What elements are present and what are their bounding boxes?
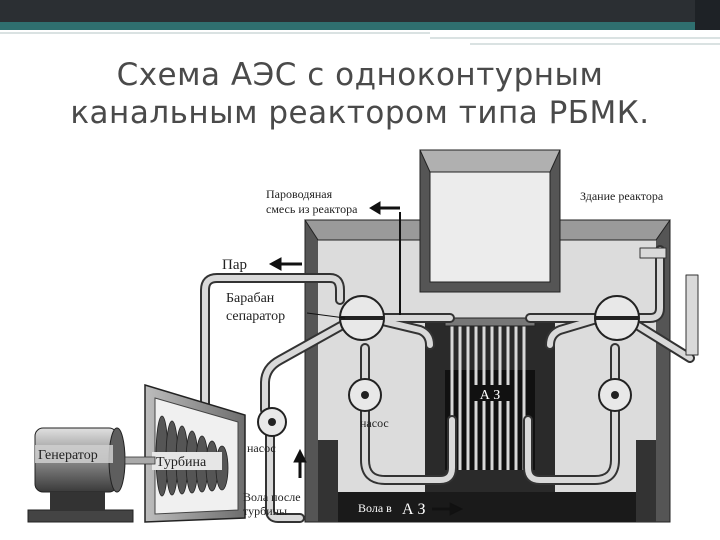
building-right-wall-dark [636, 440, 656, 522]
header-dark-bar [0, 0, 720, 22]
crane-tower-inner [429, 171, 551, 283]
arrow-water-to-core [449, 502, 464, 516]
label-steam-water-line2: смесь из реактора [266, 202, 358, 216]
label-drum-line2: сепаратор [226, 309, 285, 324]
label-steam: Пар [222, 257, 247, 273]
arrow-water-after-turbine [293, 448, 307, 463]
generator-foot [50, 492, 105, 510]
building-roof-left [304, 219, 421, 241]
generator-shaft [124, 456, 156, 465]
building-left-wall-dark [318, 440, 338, 522]
generator-base [27, 509, 134, 523]
arrow-steam [268, 257, 282, 271]
label-drum-line1: Барабан [226, 291, 275, 306]
slide-title-line2: канальным реактором типа РБМК. [70, 95, 650, 131]
slide-title: Схема АЭС с одноконтурным канальным реак… [0, 56, 720, 132]
turbine: Турбина [144, 383, 246, 523]
label-water-to-core-az: А З [402, 501, 426, 518]
label-pump-left: насос [247, 441, 276, 455]
arrows [268, 201, 464, 516]
turbine-label: Турбина [156, 455, 207, 470]
label-water-to-core-prefix: Вола в [358, 501, 392, 515]
piping [200, 245, 699, 523]
crane-tower-roof [419, 149, 561, 173]
building-roof-right [559, 219, 671, 241]
generator: Генератор [27, 427, 156, 523]
core-label: А З [480, 388, 501, 403]
core-top-plate [444, 317, 536, 327]
labels: Пароводяная смесь из реактора Здание реа… [222, 187, 664, 518]
label-water-after-line1: Вола после [243, 490, 301, 504]
generator-label-bg [35, 445, 113, 463]
header-accent-bar [0, 22, 720, 30]
label-pump-mid: насос [360, 416, 389, 430]
label-reactor-building: Здание реактора [580, 189, 664, 203]
label-steam-water-line1: Пароводяная [266, 187, 333, 201]
reactor-pit-floor [318, 492, 656, 522]
drum-separator-right [594, 295, 640, 341]
label-water-after-line2: турбины [243, 504, 287, 518]
slide-title-line1: Схема АЭС с одноконтурным [116, 57, 604, 93]
arrow-steam-water [369, 201, 381, 215]
generator-label: Генератор [38, 448, 98, 463]
core-label-box [470, 385, 510, 401]
turbine-label-bg [152, 452, 222, 470]
drum-separator-left [339, 295, 385, 341]
pump-right [598, 378, 632, 412]
pump-mid [348, 378, 382, 412]
header-right-block [695, 0, 720, 30]
pump-left [257, 407, 287, 437]
